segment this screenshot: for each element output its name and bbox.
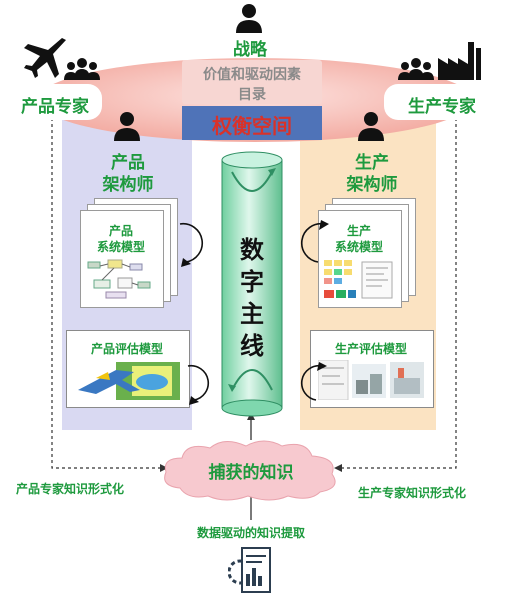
value-catalog-box — [182, 60, 322, 104]
production-system-model-line2: 系统模型 — [334, 240, 383, 254]
digital-thread-char-1: 数 — [240, 236, 264, 264]
production-architect-person-icon — [358, 112, 384, 141]
digital-thread-char-2: 字 — [240, 268, 264, 296]
product-expert-badge — [6, 84, 102, 120]
production-architect-line1: 生产 — [355, 153, 389, 173]
product-system-model-line1: 产品 — [108, 224, 133, 238]
product-system-diagram — [87, 259, 151, 299]
production-eval-model-label: 生产评估模型 — [334, 342, 407, 356]
digital-thread-char-4: 线 — [240, 332, 264, 360]
product-formalization-label: 产品专家知识形式化 — [16, 482, 125, 496]
value-catalog-line2: 目录 — [238, 87, 266, 103]
digital-thread-cylinder — [221, 151, 283, 417]
airplane-icon — [24, 38, 66, 78]
production-expert-badge — [384, 84, 496, 120]
strategy-title: 战略 — [233, 40, 267, 60]
value-catalog-line1: 价值和驱动因素 — [203, 67, 301, 83]
captured-knowledge-label: 捕获的知识 — [208, 463, 294, 483]
product-architect-person-icon — [114, 112, 140, 141]
production-architect-line2: 架构师 — [346, 175, 398, 195]
production-expert-label: 生产专家 — [408, 97, 476, 117]
tradeoff-space-bar — [182, 106, 322, 140]
product-expert-label: 产品专家 — [21, 97, 89, 117]
production-system-diagram — [324, 260, 393, 299]
product-architect-line1: 产品 — [111, 153, 145, 173]
factory-icon — [438, 42, 481, 80]
production-eval-factory-image — [318, 360, 424, 400]
data-driven-extraction-label: 数据驱动的知识提取 — [196, 526, 305, 540]
document-chart-icon — [228, 547, 271, 593]
tradeoff-space-label: 权衡空间 — [212, 114, 292, 138]
production-system-model-line1: 生产 — [346, 224, 371, 238]
product-architect-line2: 架构师 — [102, 175, 154, 195]
strategy-person-icon — [236, 4, 262, 33]
production-group-icon — [398, 58, 434, 80]
product-group-icon — [64, 58, 100, 80]
product-system-model-line2: 系统模型 — [96, 240, 145, 254]
digital-thread-char-3: 主 — [240, 300, 264, 328]
product-eval-simulation-image — [78, 362, 180, 400]
production-formalization-label: 生产专家知识形式化 — [358, 486, 467, 500]
product-eval-model-label: 产品评估模型 — [90, 342, 163, 356]
captured-knowledge-cloud — [164, 440, 336, 501]
